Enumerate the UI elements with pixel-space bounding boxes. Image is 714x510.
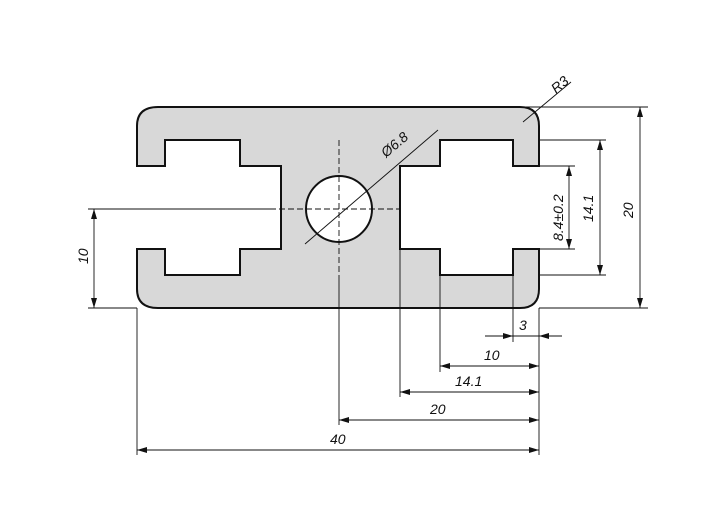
dim-3-label: 3 [519, 317, 527, 333]
slot-tolerance-label: 8.4±0.2 [550, 194, 566, 241]
arrow [539, 333, 549, 339]
arrow [529, 363, 539, 369]
dim-20-label: 20 [429, 401, 446, 417]
arrow [91, 298, 97, 308]
diameter-leader [304, 129, 439, 245]
arrow [529, 417, 539, 423]
dim-14-1-label: 14.1 [455, 373, 482, 389]
height-20-label: 20 [620, 202, 636, 219]
radius-leader [522, 81, 572, 123]
arrow [637, 107, 643, 117]
arrow [597, 140, 603, 150]
arrow [91, 209, 97, 219]
height-14-1-label: 14.1 [580, 195, 596, 222]
arrow [440, 363, 450, 369]
dim-40-label: 40 [330, 431, 346, 447]
center-height-label: 10 [75, 248, 91, 264]
arrow [400, 389, 410, 395]
arrow [637, 298, 643, 308]
arrow [137, 447, 147, 453]
arrow [339, 417, 349, 423]
radius-label: R3 [548, 72, 572, 96]
arrow [566, 239, 572, 249]
arrow [503, 333, 513, 339]
arrow [529, 447, 539, 453]
dim-10-label: 10 [484, 347, 500, 363]
arrow [566, 166, 572, 176]
arrow [529, 389, 539, 395]
arrow [597, 265, 603, 275]
